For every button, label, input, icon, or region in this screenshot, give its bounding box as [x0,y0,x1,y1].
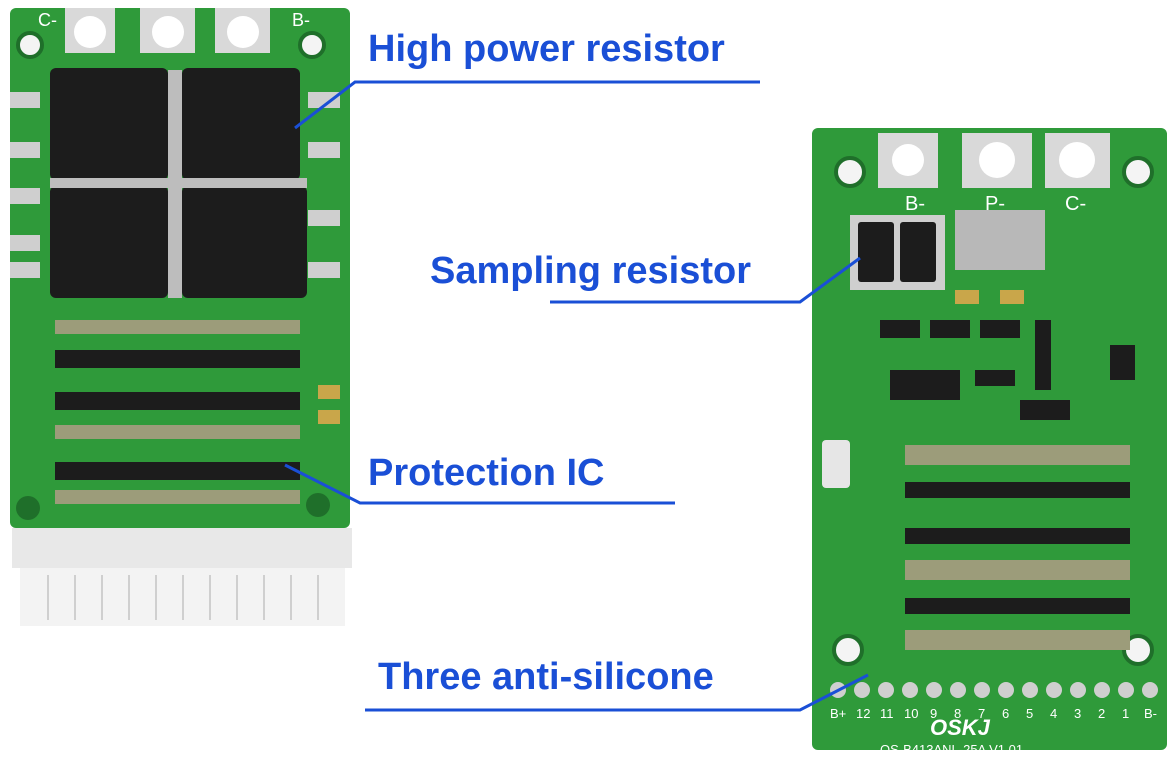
protection-ic-leader [284,463,675,505]
right-pcb-board: B- P- C- [812,128,1167,757]
pin-label: 4 [1050,706,1057,721]
three-anti-silicone-label: Three anti-silicone [378,656,714,698]
pin-label: 12 [856,706,870,721]
pin-label: 1 [1122,706,1129,721]
pin-label: 3 [1074,706,1081,721]
high-power-resistor-group [50,68,307,298]
left-pcb-board: C- B- [10,8,352,626]
sampling-resistor-label: Sampling resistor [430,250,751,292]
right-c-minus-label: C- [1065,193,1086,215]
sampling-resistor-leader [550,256,861,304]
left-white-connector [12,528,352,626]
right-b-minus-label: B- [905,193,925,215]
left-b-minus-label: B- [292,10,310,30]
pin-label: B- [1144,706,1157,721]
model-number: OS-B413ANL-25A V1.01 [880,742,1023,757]
pin-label: 7 [978,706,985,721]
brand-mark: OSKJ [930,715,991,740]
callout-lines [284,80,869,712]
pin-label: 8 [954,706,961,721]
pin-labels: B+ 12 11 10 9 8 7 6 5 4 3 2 1 B- [830,706,1157,721]
high-power-resistor-label: High power resistor [368,28,725,70]
pin-label: 6 [1002,706,1009,721]
left-component-rows [55,350,300,480]
left-c-minus-label: C- [38,10,57,30]
pin-label: 5 [1026,706,1033,721]
sampling-resistor-pair [850,215,945,290]
right-component-rows [880,320,1135,614]
pin-label: 11 [880,706,894,721]
three-anti-silicone-leader [365,673,869,712]
pin-label: 9 [930,706,937,721]
high-power-resistor-leader [294,80,760,130]
pin-label: B+ [830,706,846,721]
protection-ic-label: Protection IC [368,452,605,494]
pin-label: 10 [904,706,918,721]
pin-label: 2 [1098,706,1105,721]
right-p-minus-label: P- [985,193,1005,215]
